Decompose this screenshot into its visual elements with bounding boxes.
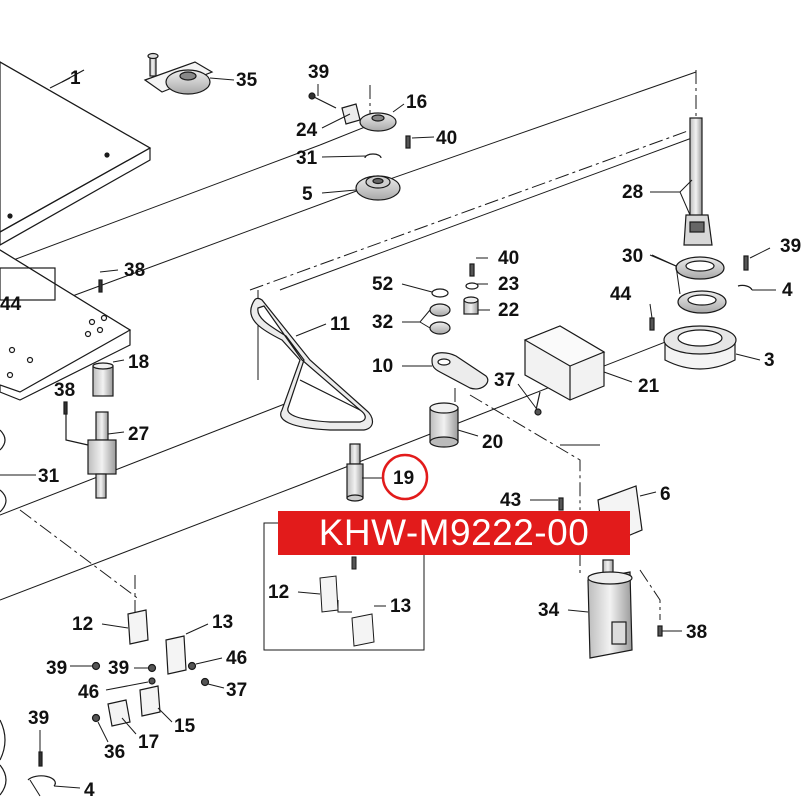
callout-19: 19 xyxy=(393,468,414,489)
callout-44: 44 xyxy=(610,284,632,305)
callout-4: 4 xyxy=(84,780,95,801)
callout-36: 36 xyxy=(104,742,125,763)
callout-39: 39 xyxy=(108,658,129,679)
pulley-stack-10 xyxy=(429,263,489,448)
callout-6: 6 xyxy=(660,484,671,505)
callout-3: 3 xyxy=(764,350,775,371)
callout-13: 13 xyxy=(212,612,233,633)
callout-31: 31 xyxy=(296,148,318,169)
callout-40: 40 xyxy=(436,128,457,149)
highlight-circle xyxy=(381,453,429,501)
callout-32: 32 xyxy=(372,312,393,333)
callout-22: 22 xyxy=(498,300,519,321)
callout-10: 10 xyxy=(372,356,393,377)
callout-27: 27 xyxy=(128,424,149,445)
shaft-part-27 xyxy=(63,279,117,499)
callout-46: 46 xyxy=(226,648,247,669)
callout-30: 30 xyxy=(622,246,643,267)
callout-16: 16 xyxy=(406,92,427,113)
belt-part-11 xyxy=(250,297,374,431)
callout-39: 39 xyxy=(308,62,329,83)
callout-37: 37 xyxy=(494,370,515,391)
callout-15: 15 xyxy=(174,716,196,737)
callout-4: 4 xyxy=(782,280,793,301)
leader-lines xyxy=(0,77,776,789)
callout-43: 43 xyxy=(500,490,521,511)
bracket-part-35 xyxy=(143,52,214,95)
callout-labels: 1 35 39 16 24 40 31 5 28 39 30 4 44 3 38… xyxy=(0,62,801,801)
part-number-banner: KHW-M9222-00 xyxy=(278,511,630,555)
callout-18: 18 xyxy=(128,352,149,373)
callout-5: 5 xyxy=(302,184,313,205)
callout-1: 1 xyxy=(70,68,81,89)
callout-21: 21 xyxy=(638,376,660,397)
pulley-group-16 xyxy=(308,92,411,201)
callout-39: 39 xyxy=(780,236,801,257)
callout-28: 28 xyxy=(622,182,643,203)
callout-52: 52 xyxy=(372,274,393,295)
plate-part-1 xyxy=(0,61,152,246)
callout-37: 37 xyxy=(226,680,247,701)
callout-39: 39 xyxy=(28,708,49,729)
callout-46: 46 xyxy=(78,682,99,703)
cover-part-21 xyxy=(523,325,606,416)
callout-31: 31 xyxy=(38,466,60,487)
callout-23: 23 xyxy=(498,274,519,295)
callout-44: 44 xyxy=(0,294,22,315)
bracket-group-lower xyxy=(0,609,210,796)
callout-13: 13 xyxy=(390,596,411,617)
callout-20: 20 xyxy=(482,432,503,453)
callout-12: 12 xyxy=(268,582,289,603)
callout-40: 40 xyxy=(498,248,519,269)
callout-38: 38 xyxy=(54,380,75,401)
shaft-part-19 xyxy=(346,443,364,502)
callout-38: 38 xyxy=(686,622,707,643)
inset-box xyxy=(263,522,425,651)
callout-34: 34 xyxy=(538,600,560,621)
callout-38: 38 xyxy=(124,260,145,281)
callout-24: 24 xyxy=(296,120,318,141)
callout-11: 11 xyxy=(330,314,351,335)
spindle-stack-28 xyxy=(649,117,753,370)
callout-35: 35 xyxy=(236,70,258,91)
callout-39: 39 xyxy=(46,658,67,679)
plate-part-44 xyxy=(0,249,132,513)
callout-12: 12 xyxy=(72,614,93,635)
callout-17: 17 xyxy=(138,732,159,753)
